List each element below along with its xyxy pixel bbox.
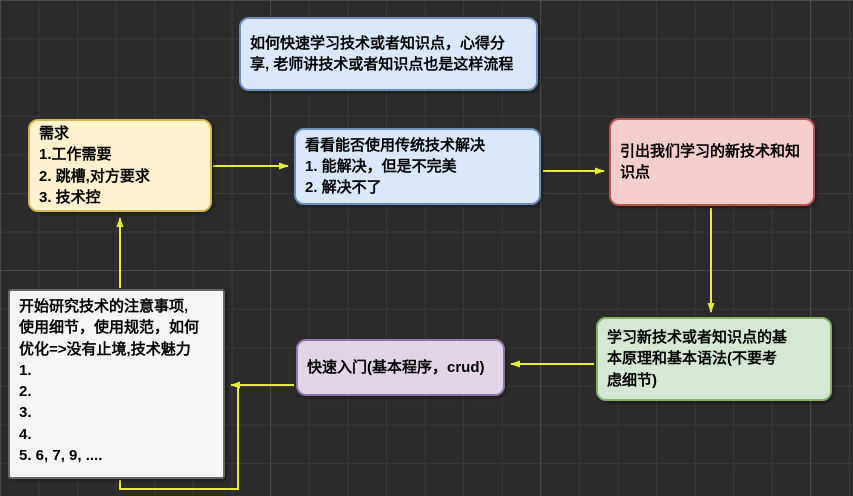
node-quick-start-text: 快速入门(基本程序，crud) (307, 358, 485, 376)
node-principles[interactable]: 学习新技术或者知识点的基 本原理和基本语法(不要考 虑细节) (596, 317, 832, 401)
node-traditional-solution-text: 看看能否使用传统技术解决 1. 能解决，但是不完美 2. 解决不了 (305, 136, 486, 197)
node-intro[interactable]: 如何快速学习技术或者知识点，心得分 享, 老师讲技术或者知识点也是这样流程 (239, 17, 538, 91)
node-research-details-text: 开始研究技术的注意事项, 使用细节，使用规范，如何 优化=>没有止境,技术魅力 … (19, 298, 200, 465)
connector-research-loop[interactable] (119, 387, 239, 490)
node-need-text: 需求 1.工作需要 2. 跳槽,对方要求 3. 技术控 (39, 124, 150, 206)
node-research-details[interactable]: 开始研究技术的注意事项, 使用细节，使用规范，如何 优化=>没有止境,技术魅力 … (8, 289, 225, 479)
node-new-technology[interactable]: 引出我们学习的新技术和知 识点 (609, 118, 815, 206)
node-traditional-solution[interactable]: 看看能否使用传统技术解决 1. 能解决，但是不完美 2. 解决不了 (294, 128, 541, 205)
node-need[interactable]: 需求 1.工作需要 2. 跳槽,对方要求 3. 技术控 (28, 119, 212, 212)
node-new-technology-text: 引出我们学习的新技术和知 识点 (620, 142, 801, 181)
node-principles-text: 学习新技术或者知识点的基 本原理和基本语法(不要考 虑细节) (607, 329, 788, 389)
node-quick-start[interactable]: 快速入门(基本程序，crud) (296, 339, 505, 396)
node-intro-text: 如何快速学习技术或者知识点，心得分 享, 老师讲技术或者知识点也是这样流程 (250, 34, 514, 73)
